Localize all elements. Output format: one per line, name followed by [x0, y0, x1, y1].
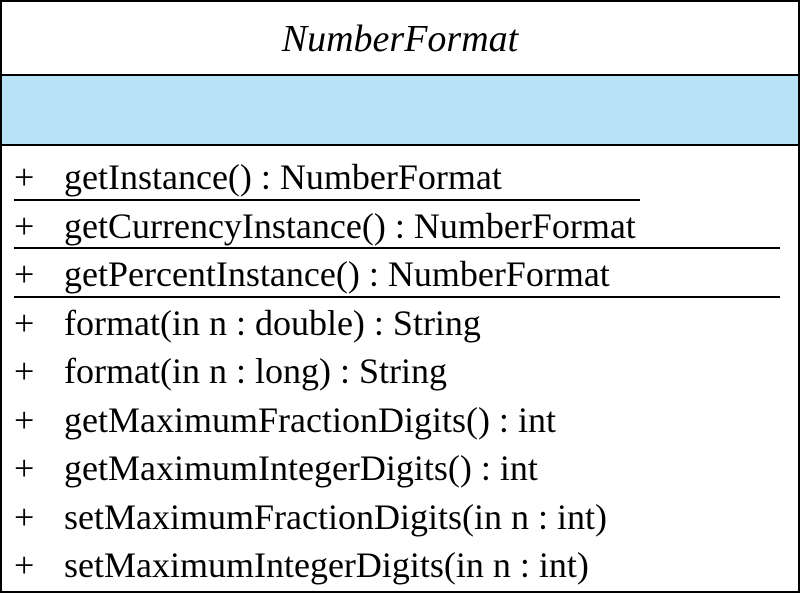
operation-row: + format(in n : long) : String: [2, 348, 798, 397]
visibility-marker: +: [14, 496, 35, 537]
class-name: NumberFormat: [2, 2, 798, 76]
operation-row: + getCurrencyInstance() : NumberFormat: [2, 203, 798, 252]
operation-row: + getMaximumFractionDigits() : int: [2, 397, 798, 446]
static-underline: [14, 295, 780, 298]
static-underline: [14, 198, 640, 201]
operation-row: + getPercentInstance() : NumberFormat: [2, 251, 798, 300]
operation-row: + format(in n : double) : String: [2, 300, 798, 349]
static-underline: [14, 247, 780, 249]
operation-row: + setMaximumFractionDigits(in n : int): [2, 494, 798, 543]
operation-signature: getMaximumIntegerDigits() : int: [64, 448, 538, 488]
operation-row: + getMaximumIntegerDigits() : int: [2, 445, 798, 494]
visibility-marker: +: [14, 399, 35, 440]
operation-signature: format(in n : long) : String: [64, 351, 447, 391]
attributes-compartment: [2, 76, 798, 146]
operation-signature: getPercentInstance() : NumberFormat: [64, 254, 610, 294]
visibility-marker: +: [14, 157, 35, 197]
operation-signature: getMaximumFractionDigits() : int: [64, 399, 556, 440]
operation-signature: format(in n : double) : String: [64, 302, 481, 343]
operation-signature: getCurrencyInstance() : NumberFormat: [64, 205, 636, 246]
operation-row: + setMaximumIntegerDigits(in n : int): [2, 542, 798, 591]
visibility-marker: +: [14, 448, 35, 488]
operation-signature: getInstance() : NumberFormat: [64, 157, 502, 197]
visibility-marker: +: [14, 302, 35, 343]
operation-row: + getInstance() : NumberFormat: [2, 154, 798, 203]
visibility-marker: +: [14, 351, 35, 391]
visibility-marker: +: [14, 545, 35, 585]
operations-compartment: + getInstance() : NumberFormat + getCurren…: [2, 146, 798, 591]
visibility-marker: +: [14, 205, 35, 246]
operation-signature: setMaximumIntegerDigits(in n : int): [64, 545, 589, 585]
visibility-marker: +: [14, 254, 35, 294]
operation-signature: setMaximumFractionDigits(in n : int): [64, 496, 607, 537]
